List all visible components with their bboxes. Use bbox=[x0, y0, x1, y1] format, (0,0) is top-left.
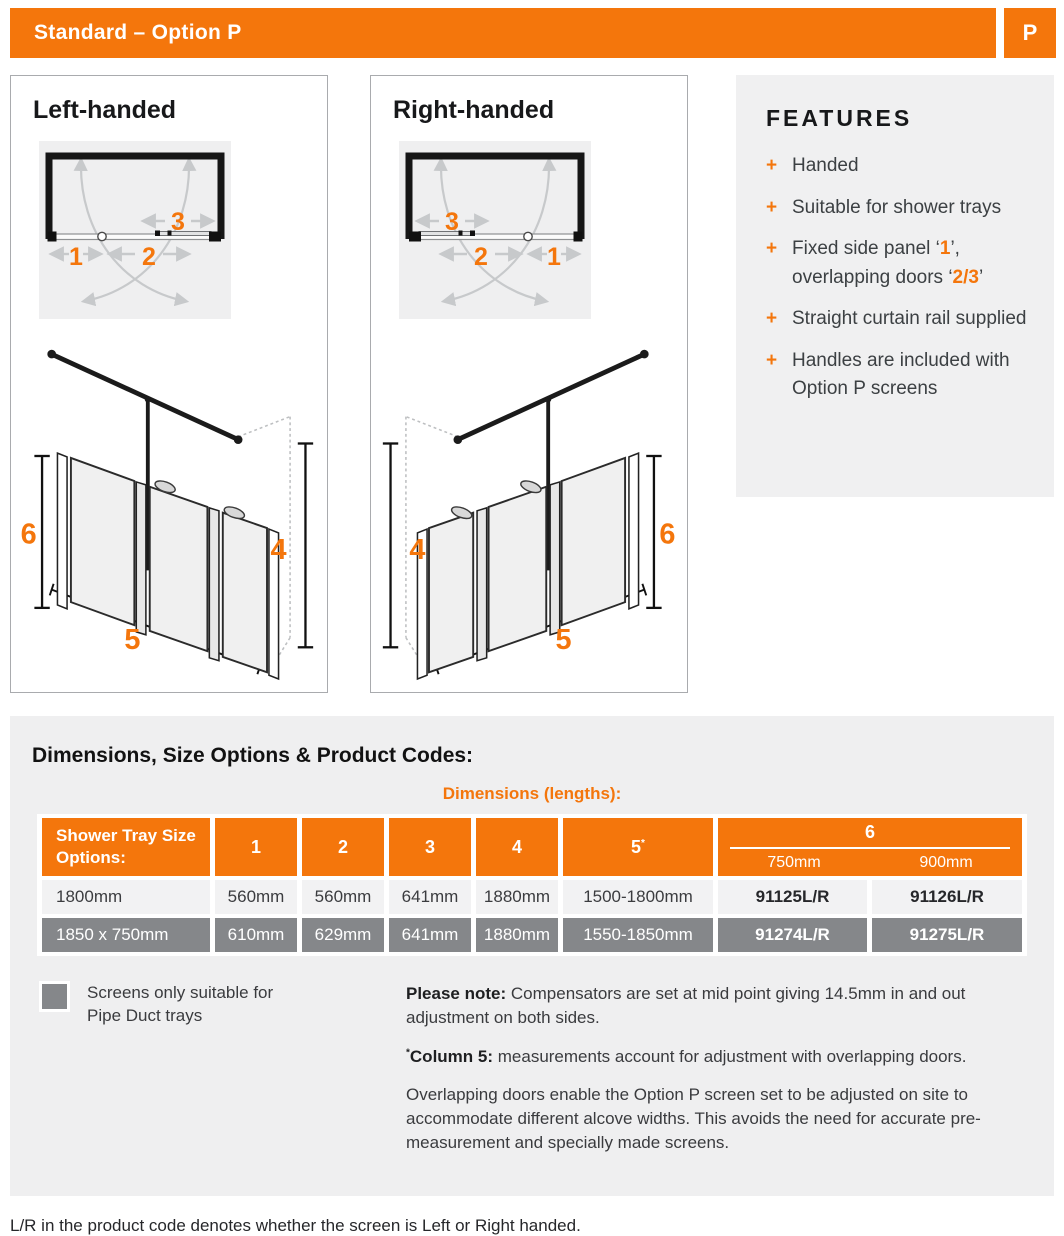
feature-item: + Handed bbox=[766, 152, 1030, 181]
left-handed-panel: Left-handed bbox=[10, 75, 328, 693]
table-row-1850x750: 1850 x 750mm 610mm 629mm 641mm 1880mm 15… bbox=[42, 918, 1022, 952]
left-handed-title: Left-handed bbox=[33, 96, 177, 124]
plus-icon: + bbox=[766, 308, 778, 329]
header-col-6-750: 750mm bbox=[767, 854, 821, 871]
label-door-3: 3 bbox=[171, 208, 185, 236]
features-list: + Handed + Suitable for shower trays + F… bbox=[766, 152, 1030, 404]
label-dim-6: 6 bbox=[659, 518, 675, 550]
divider bbox=[730, 847, 1010, 849]
product-code-cell: 91275L/R bbox=[872, 918, 1022, 952]
label-dim-4: 4 bbox=[409, 534, 425, 566]
pipe-duct-legend: Screens only suitable for Pipe Duct tray… bbox=[32, 981, 406, 1170]
dim-cell: 560mm bbox=[302, 880, 384, 914]
diagram-row: Left-handed bbox=[10, 75, 1056, 693]
right-iso-diagram: 6 4 5 bbox=[379, 330, 687, 686]
title-bar: Standard – Option P P bbox=[10, 8, 1056, 58]
dim-cell: 641mm bbox=[389, 918, 471, 952]
iso-geometry bbox=[34, 349, 314, 681]
feature-item: + Suitable for shower trays bbox=[766, 194, 1030, 223]
feature-text: Handed bbox=[792, 155, 859, 176]
feature-item: + Fixed side panel ‘1’, overlapping door… bbox=[766, 235, 1030, 292]
footer-note: L/R in the product code denotes whether … bbox=[10, 1215, 581, 1235]
left-plan-svg: 1 2 3 bbox=[39, 141, 231, 319]
right-plan-diagram: 1 2 3 bbox=[399, 141, 687, 324]
label-door-2: 2 bbox=[142, 243, 156, 271]
feature-item: + Handles are included with Option P scr… bbox=[766, 347, 1030, 404]
title-bar-main: Standard – Option P bbox=[10, 8, 996, 58]
product-code-cell: 91125L/R bbox=[718, 880, 867, 914]
header-col-6-number: 6 bbox=[864, 822, 875, 842]
plan-geometry bbox=[405, 152, 585, 307]
features-box: FEATURES + Handed + Suitable for shower … bbox=[736, 75, 1054, 497]
features-heading: FEATURES bbox=[766, 105, 913, 131]
option-badge: P bbox=[1004, 8, 1056, 58]
legend-text: Screens only suitable for Pipe Duct tray… bbox=[87, 983, 274, 1025]
right-handed-title: Right-handed bbox=[393, 96, 555, 124]
asterisk: * bbox=[641, 837, 645, 849]
label-dim-5: 5 bbox=[124, 624, 140, 656]
label-dim-6: 6 bbox=[21, 518, 37, 550]
label-door-3: 3 bbox=[445, 208, 459, 236]
label-panel-1: 1 bbox=[69, 243, 83, 271]
feature-text: Straight curtain rail supplied bbox=[792, 308, 1027, 329]
left-iso-diagram: 6 4 5 bbox=[19, 330, 327, 686]
note-overlapping-doors: Overlapping doors enable the Option P sc… bbox=[406, 1085, 981, 1152]
plus-icon: + bbox=[766, 155, 778, 176]
table-header-row: Shower Tray Size Options: 1 2 3 4 5* 6 7… bbox=[42, 818, 1022, 876]
dim-cell: 1880mm bbox=[476, 880, 558, 914]
plus-icon: + bbox=[766, 238, 778, 259]
plus-icon: + bbox=[766, 196, 778, 218]
spec-table: Shower Tray Size Options: 1 2 3 4 5* 6 7… bbox=[37, 814, 1027, 956]
dim-cell: 1500-1800mm bbox=[563, 880, 713, 914]
product-code-cell: 91126L/R bbox=[872, 880, 1022, 914]
iso-geometry bbox=[382, 349, 662, 681]
dim-cell: 1550-1850mm bbox=[563, 918, 713, 952]
header-col-1: 1 bbox=[215, 818, 297, 876]
right-plan-svg: 1 2 3 bbox=[399, 141, 591, 319]
dimensions-section: Dimensions, Size Options & Product Codes… bbox=[10, 716, 1054, 1196]
label-dim-5: 5 bbox=[556, 624, 572, 656]
feature-item: + Straight curtain rail supplied bbox=[766, 305, 1030, 334]
header-col-6: 6 750mm 900mm bbox=[718, 818, 1022, 876]
label-door-2: 2 bbox=[474, 243, 488, 271]
notes-row: Screens only suitable for Pipe Duct tray… bbox=[32, 981, 1032, 1170]
label-dim-4: 4 bbox=[271, 534, 287, 566]
tray-size-cell: 1800mm bbox=[42, 880, 210, 914]
plan-geometry bbox=[45, 152, 225, 307]
note-compensators: Please note: Compensators are set at mid… bbox=[406, 984, 966, 1027]
feature-text: Suitable for shower trays bbox=[792, 196, 1002, 218]
page-title: Standard – Option P bbox=[34, 21, 242, 44]
feature-text: Fixed side panel ‘1’, overlapping doors … bbox=[792, 238, 984, 288]
header-col-5: 5* bbox=[563, 818, 713, 876]
notes-column: Please note: Compensators are set at mid… bbox=[406, 982, 1018, 1170]
header-col-4: 4 bbox=[476, 818, 558, 876]
header-col-3: 3 bbox=[389, 818, 471, 876]
gray-swatch-icon bbox=[39, 981, 70, 1012]
dim-cell: 560mm bbox=[215, 880, 297, 914]
dimensions-caption: Dimensions (lengths): bbox=[442, 784, 622, 803]
header-col-2: 2 bbox=[302, 818, 384, 876]
dim-cell: 629mm bbox=[302, 918, 384, 952]
product-code-cell: 91274L/R bbox=[718, 918, 867, 952]
table-row-1800: 1800mm 560mm 560mm 641mm 1880mm 1500-180… bbox=[42, 880, 1022, 914]
left-plan-diagram: 1 2 3 bbox=[39, 141, 327, 324]
header-col-6-900: 900mm bbox=[919, 854, 973, 871]
plus-icon: + bbox=[766, 349, 778, 371]
feature-text: Handles are included with Option P scree… bbox=[792, 349, 1010, 400]
dim-cell: 610mm bbox=[215, 918, 297, 952]
asterisk: * bbox=[406, 1046, 410, 1058]
dim-cell: 641mm bbox=[389, 880, 471, 914]
dim-cell: 1880mm bbox=[476, 918, 558, 952]
left-iso-svg: 6 4 5 bbox=[21, 349, 314, 681]
right-iso-svg: 6 4 5 bbox=[382, 349, 675, 681]
note-column-5: *Column 5: measurements account for adju… bbox=[406, 1046, 967, 1066]
header-tray-size: Shower Tray Size Options: bbox=[42, 818, 210, 876]
dimensions-heading: Dimensions, Size Options & Product Codes… bbox=[32, 744, 474, 767]
right-handed-panel: Right-handed bbox=[370, 75, 688, 693]
label-panel-1: 1 bbox=[547, 243, 561, 271]
tray-size-cell: 1850 x 750mm bbox=[42, 918, 210, 952]
